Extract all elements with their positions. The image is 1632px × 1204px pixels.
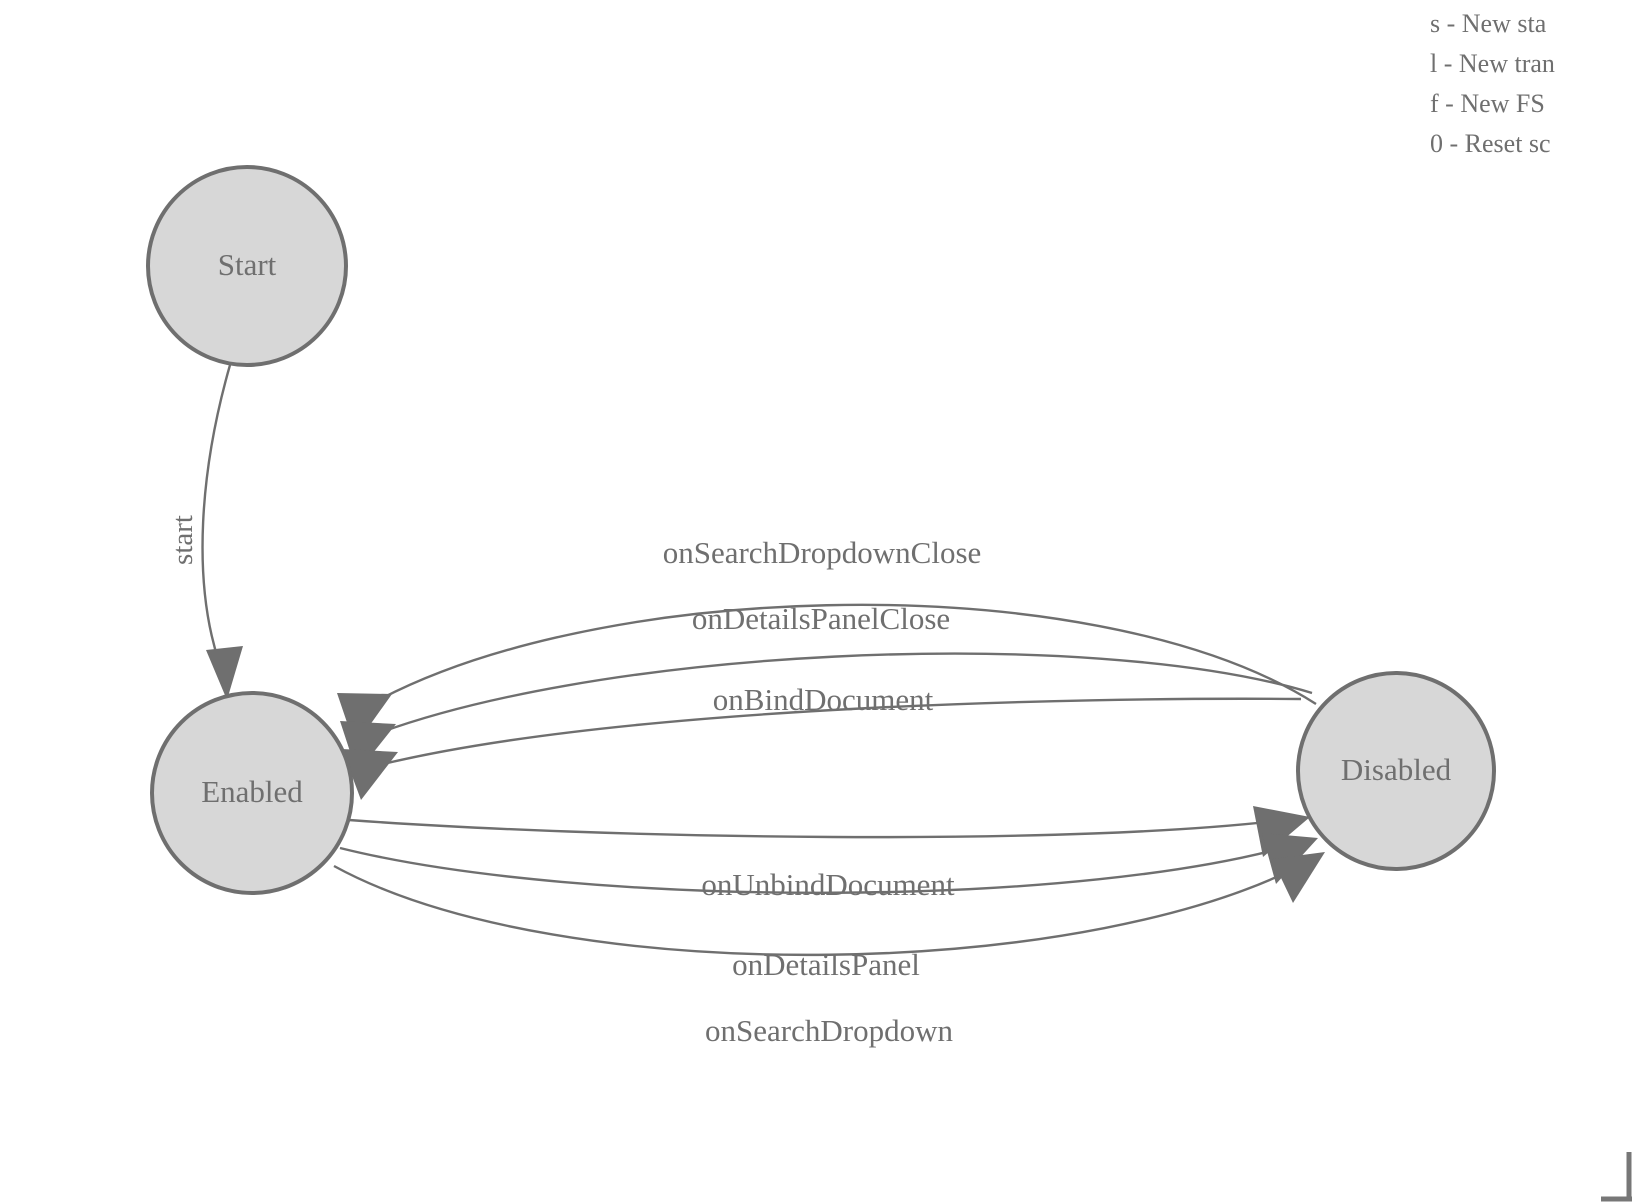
state-node-disabled[interactable]: Disabled	[1296, 671, 1496, 871]
transition-path	[348, 816, 1301, 839]
state-node-start[interactable]: Start	[146, 165, 348, 367]
state-node-enabled[interactable]: Enabled	[150, 691, 354, 895]
transition-path	[333, 854, 1319, 957]
transition-label-on-search-dropdown-close: onSearchDropdownClose	[663, 535, 982, 570]
state-node-label: Start	[218, 247, 277, 282]
state-node-shape	[146, 165, 348, 367]
transition-label-start: start	[167, 515, 199, 565]
arrowhead-icon	[342, 749, 398, 800]
transition-path	[351, 697, 1302, 774]
state-node-shape	[1296, 671, 1496, 871]
transition-path	[350, 652, 1313, 746]
transition-path	[201, 364, 232, 663]
state-node-shape	[150, 691, 354, 895]
transition-path	[339, 838, 1311, 894]
state-node-label: Enabled	[201, 774, 303, 809]
transition-path	[347, 603, 1317, 720]
arrowhead-icon	[206, 646, 243, 700]
transition-label-on-search-dropdown: onSearchDropdown	[705, 1013, 953, 1048]
state-node-label: Disabled	[1341, 752, 1452, 787]
transition-label-on-details-panel-close: onDetailsPanelClose	[692, 601, 950, 636]
arrowhead-icon	[1272, 852, 1325, 903]
transition-enabled-to-disabled-1[interactable]	[348, 806, 1310, 857]
transition-label-on-bind-document: onBindDocument	[713, 682, 934, 717]
window-resize-corner[interactable]	[1601, 1152, 1632, 1202]
transition-enabled-to-disabled-3[interactable]	[333, 852, 1325, 957]
transition-label-on-details-panel: onDetailsPanel	[732, 947, 920, 982]
transition-label-on-unbind-document: onUnbindDocument	[701, 867, 955, 902]
transition-disabled-to-enabled-3[interactable]	[342, 697, 1302, 800]
transition-start-to-enabled[interactable]	[201, 364, 243, 700]
